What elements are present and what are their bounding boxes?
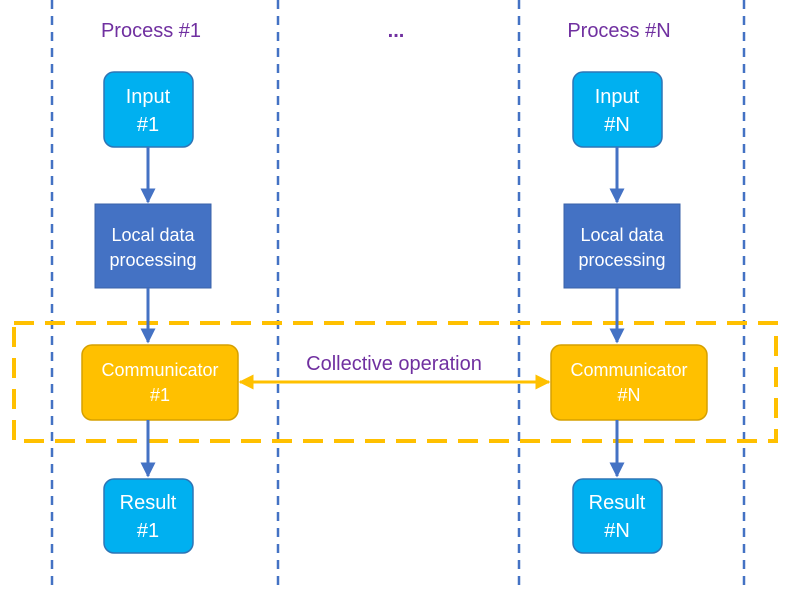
local-processing-n-line2: processing	[578, 250, 665, 270]
communicator-n-box	[550, 344, 708, 421]
header-ellipsis: ...	[388, 20, 405, 42]
communicator-1-number: #1	[150, 385, 170, 405]
communicator-n-number: #N	[617, 385, 640, 405]
result-1-box	[103, 478, 194, 554]
input-1-number: #1	[137, 114, 159, 136]
communicator-n-label: Communicator	[570, 360, 687, 380]
result-1-number: #1	[137, 520, 159, 542]
result-n-box	[572, 478, 663, 554]
collective-operation-label: Collective operation	[306, 353, 482, 375]
input-n-label: Input	[595, 86, 640, 108]
result-n-number: #N	[604, 520, 630, 542]
communicator-1-label: Communicator	[101, 360, 218, 380]
result-1-label: Result	[120, 492, 177, 514]
header-process-1: Process #1	[101, 20, 201, 42]
collective-region	[12, 321, 778, 443]
result-n-label: Result	[589, 492, 646, 514]
input-1-label: Input	[126, 86, 171, 108]
communicator-1-box	[81, 344, 239, 421]
local-processing-n-line1: Local data	[580, 225, 664, 245]
header-process-n: Process #N	[567, 20, 670, 42]
local-processing-1-line2: processing	[109, 250, 196, 270]
local-processing-1-box	[94, 203, 212, 289]
local-processing-1-line1: Local data	[111, 225, 195, 245]
local-processing-n-box	[563, 203, 681, 289]
input-n-number: #N	[604, 114, 630, 136]
